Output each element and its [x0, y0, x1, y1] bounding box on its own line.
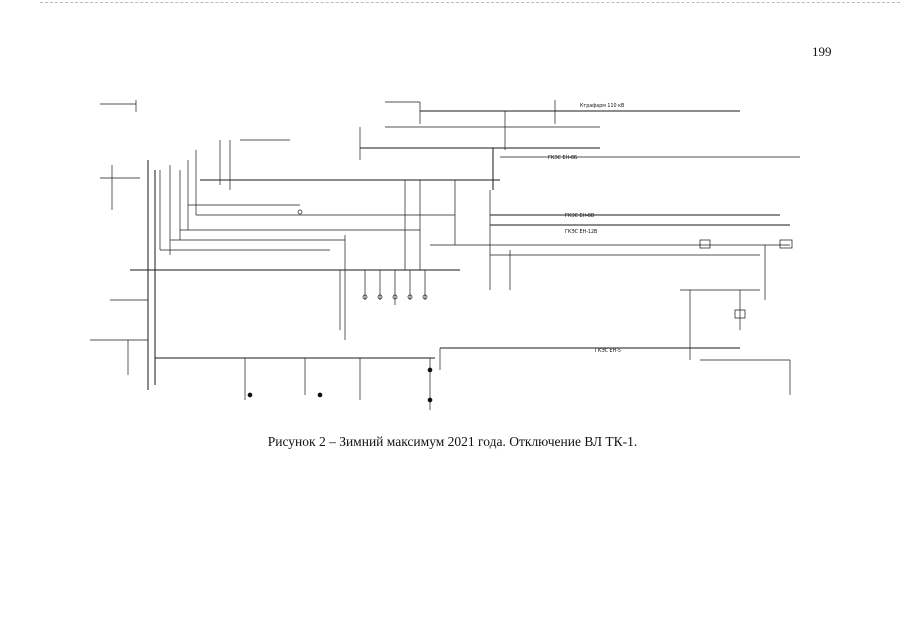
scan-edge-line: [40, 2, 900, 3]
figure-caption: Рисунок 2 – Зимний максимум 2021 года. О…: [267, 434, 638, 449]
page-number: 199: [812, 44, 832, 59]
label-ktrafarm: Ктрафарм 110 кВ: [580, 103, 624, 109]
label-gkes-en-12v: ГКЭС ЕН-12В: [565, 229, 597, 235]
label-gkes-en-5: ГКЭС ЕН-5: [595, 348, 621, 354]
label-gkes-en-8b: ГКЭС ЕН-8Б: [548, 155, 577, 161]
label-gkes-en-8v: ГКЭС ЕН-8В: [565, 213, 594, 219]
